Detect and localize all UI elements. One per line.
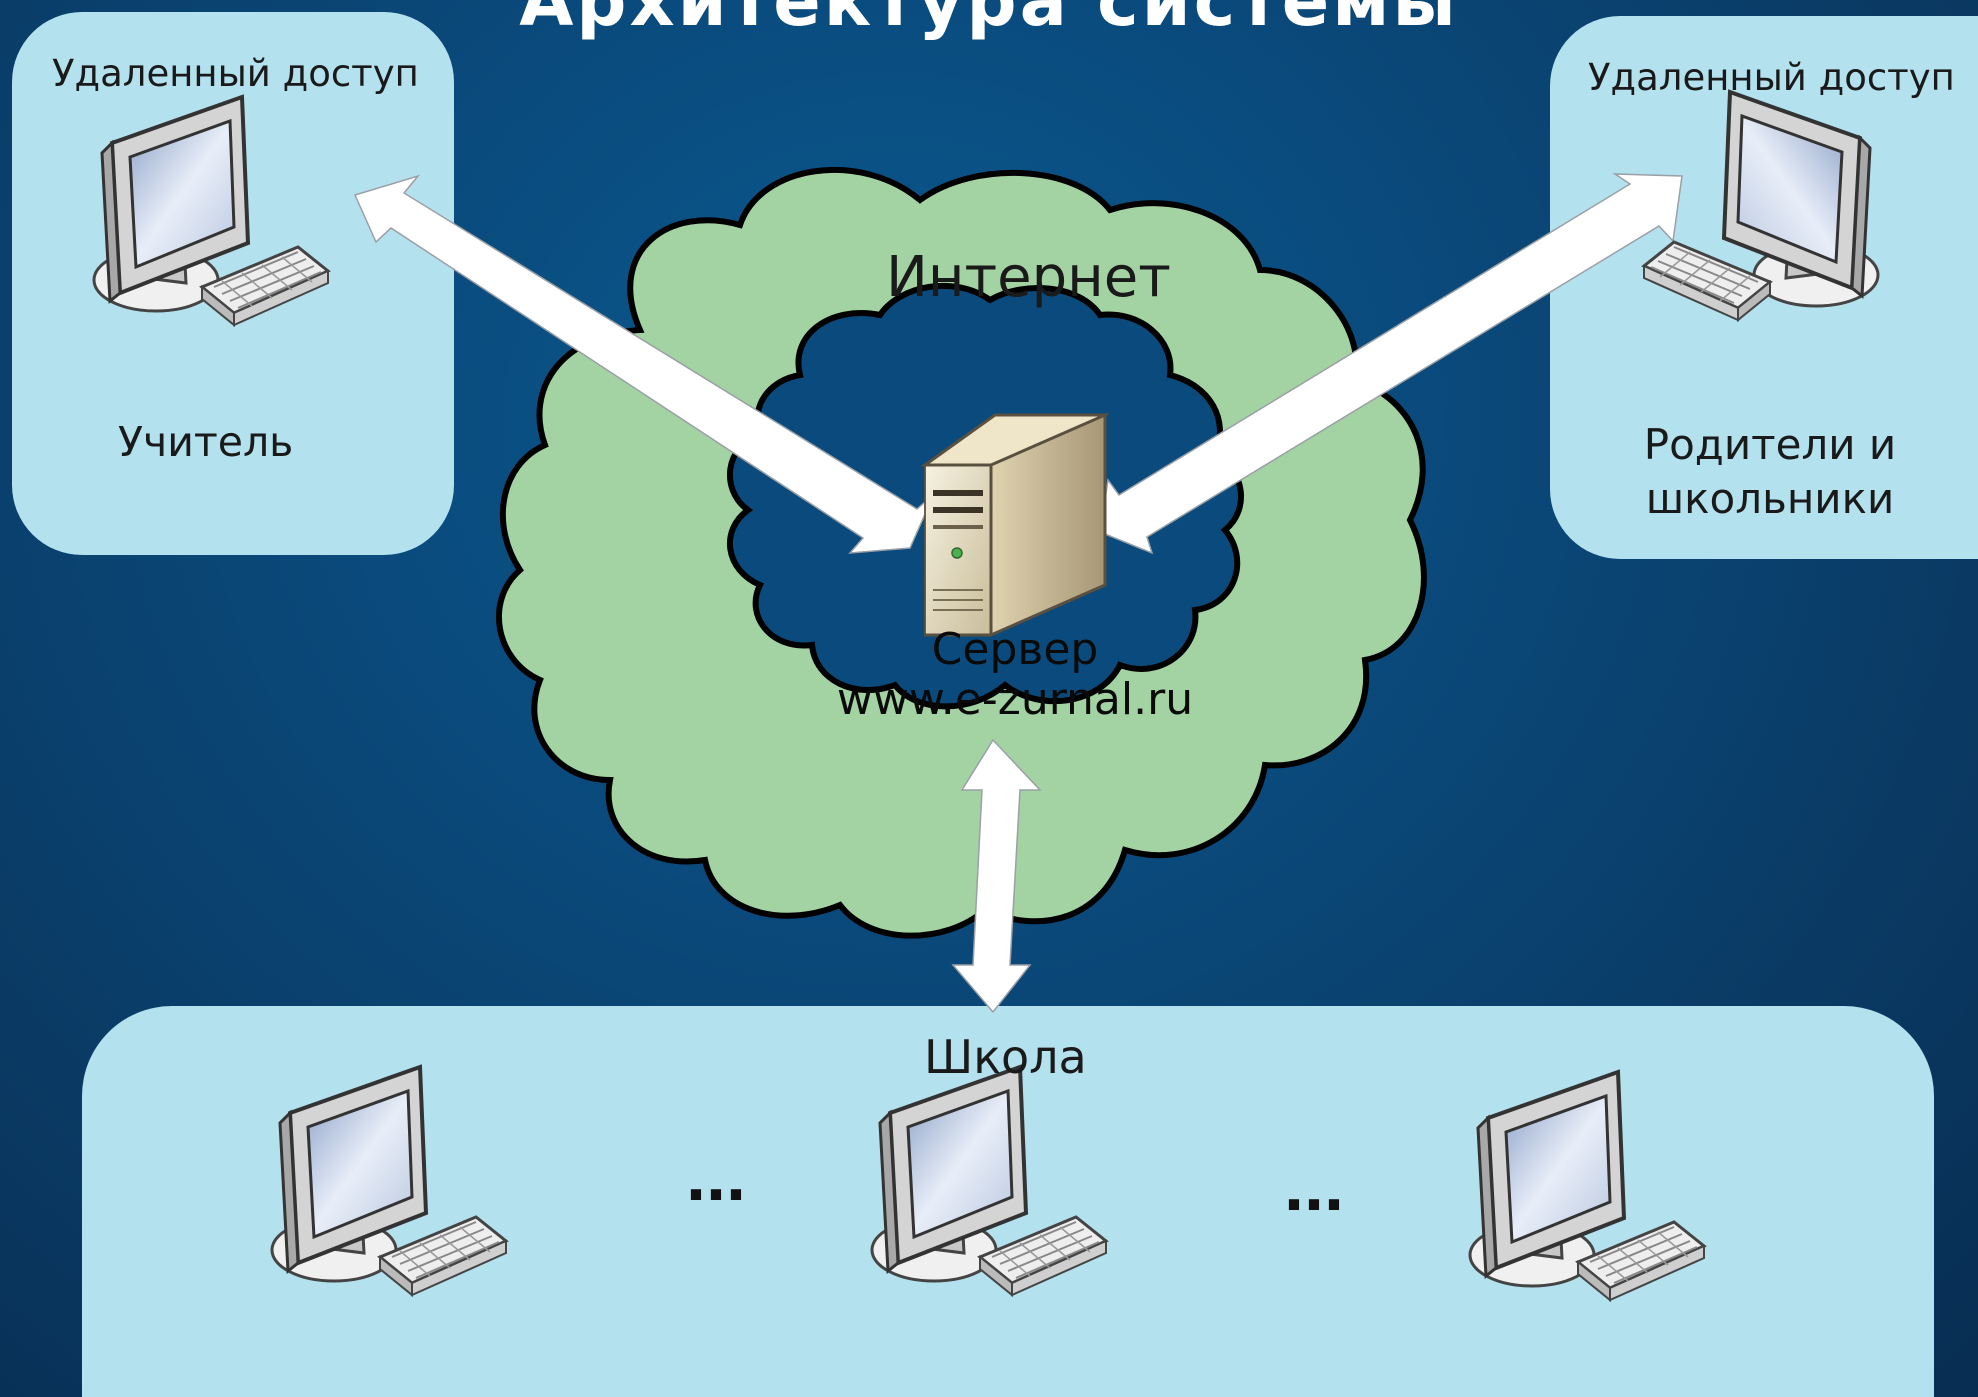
- school-computer-1: [270, 1065, 508, 1297]
- page-title: Архитектура системы: [519, 0, 1459, 42]
- teacher-label: Учитель: [118, 418, 294, 466]
- server-name: Сервер: [931, 624, 1099, 675]
- internet-label: Интернет: [886, 245, 1171, 310]
- school-label: Школа: [924, 1030, 1087, 1084]
- teacher-access-label: Удаленный доступ: [52, 52, 419, 95]
- server-label: Сервер www.e-zurnal.ru: [830, 625, 1200, 725]
- server-icon: [920, 412, 1110, 638]
- ellipsis-left: ...: [686, 1136, 747, 1216]
- parents-access-label: Удаленный доступ: [1588, 56, 1955, 99]
- teacher-computer: [92, 95, 330, 327]
- school-computer-2: [870, 1065, 1108, 1297]
- server-url: www.e-zurnal.ru: [836, 674, 1194, 725]
- arrow-icon: [951, 738, 1042, 1014]
- connection-arrows: [353, 173, 1683, 1014]
- ellipsis-right: ...: [1284, 1146, 1345, 1226]
- parents-label: Родители и школьники: [1643, 420, 1897, 523]
- school-computer-3: [1468, 1070, 1706, 1302]
- arrow-icon: [353, 174, 935, 554]
- parents-computer: [1642, 90, 1880, 322]
